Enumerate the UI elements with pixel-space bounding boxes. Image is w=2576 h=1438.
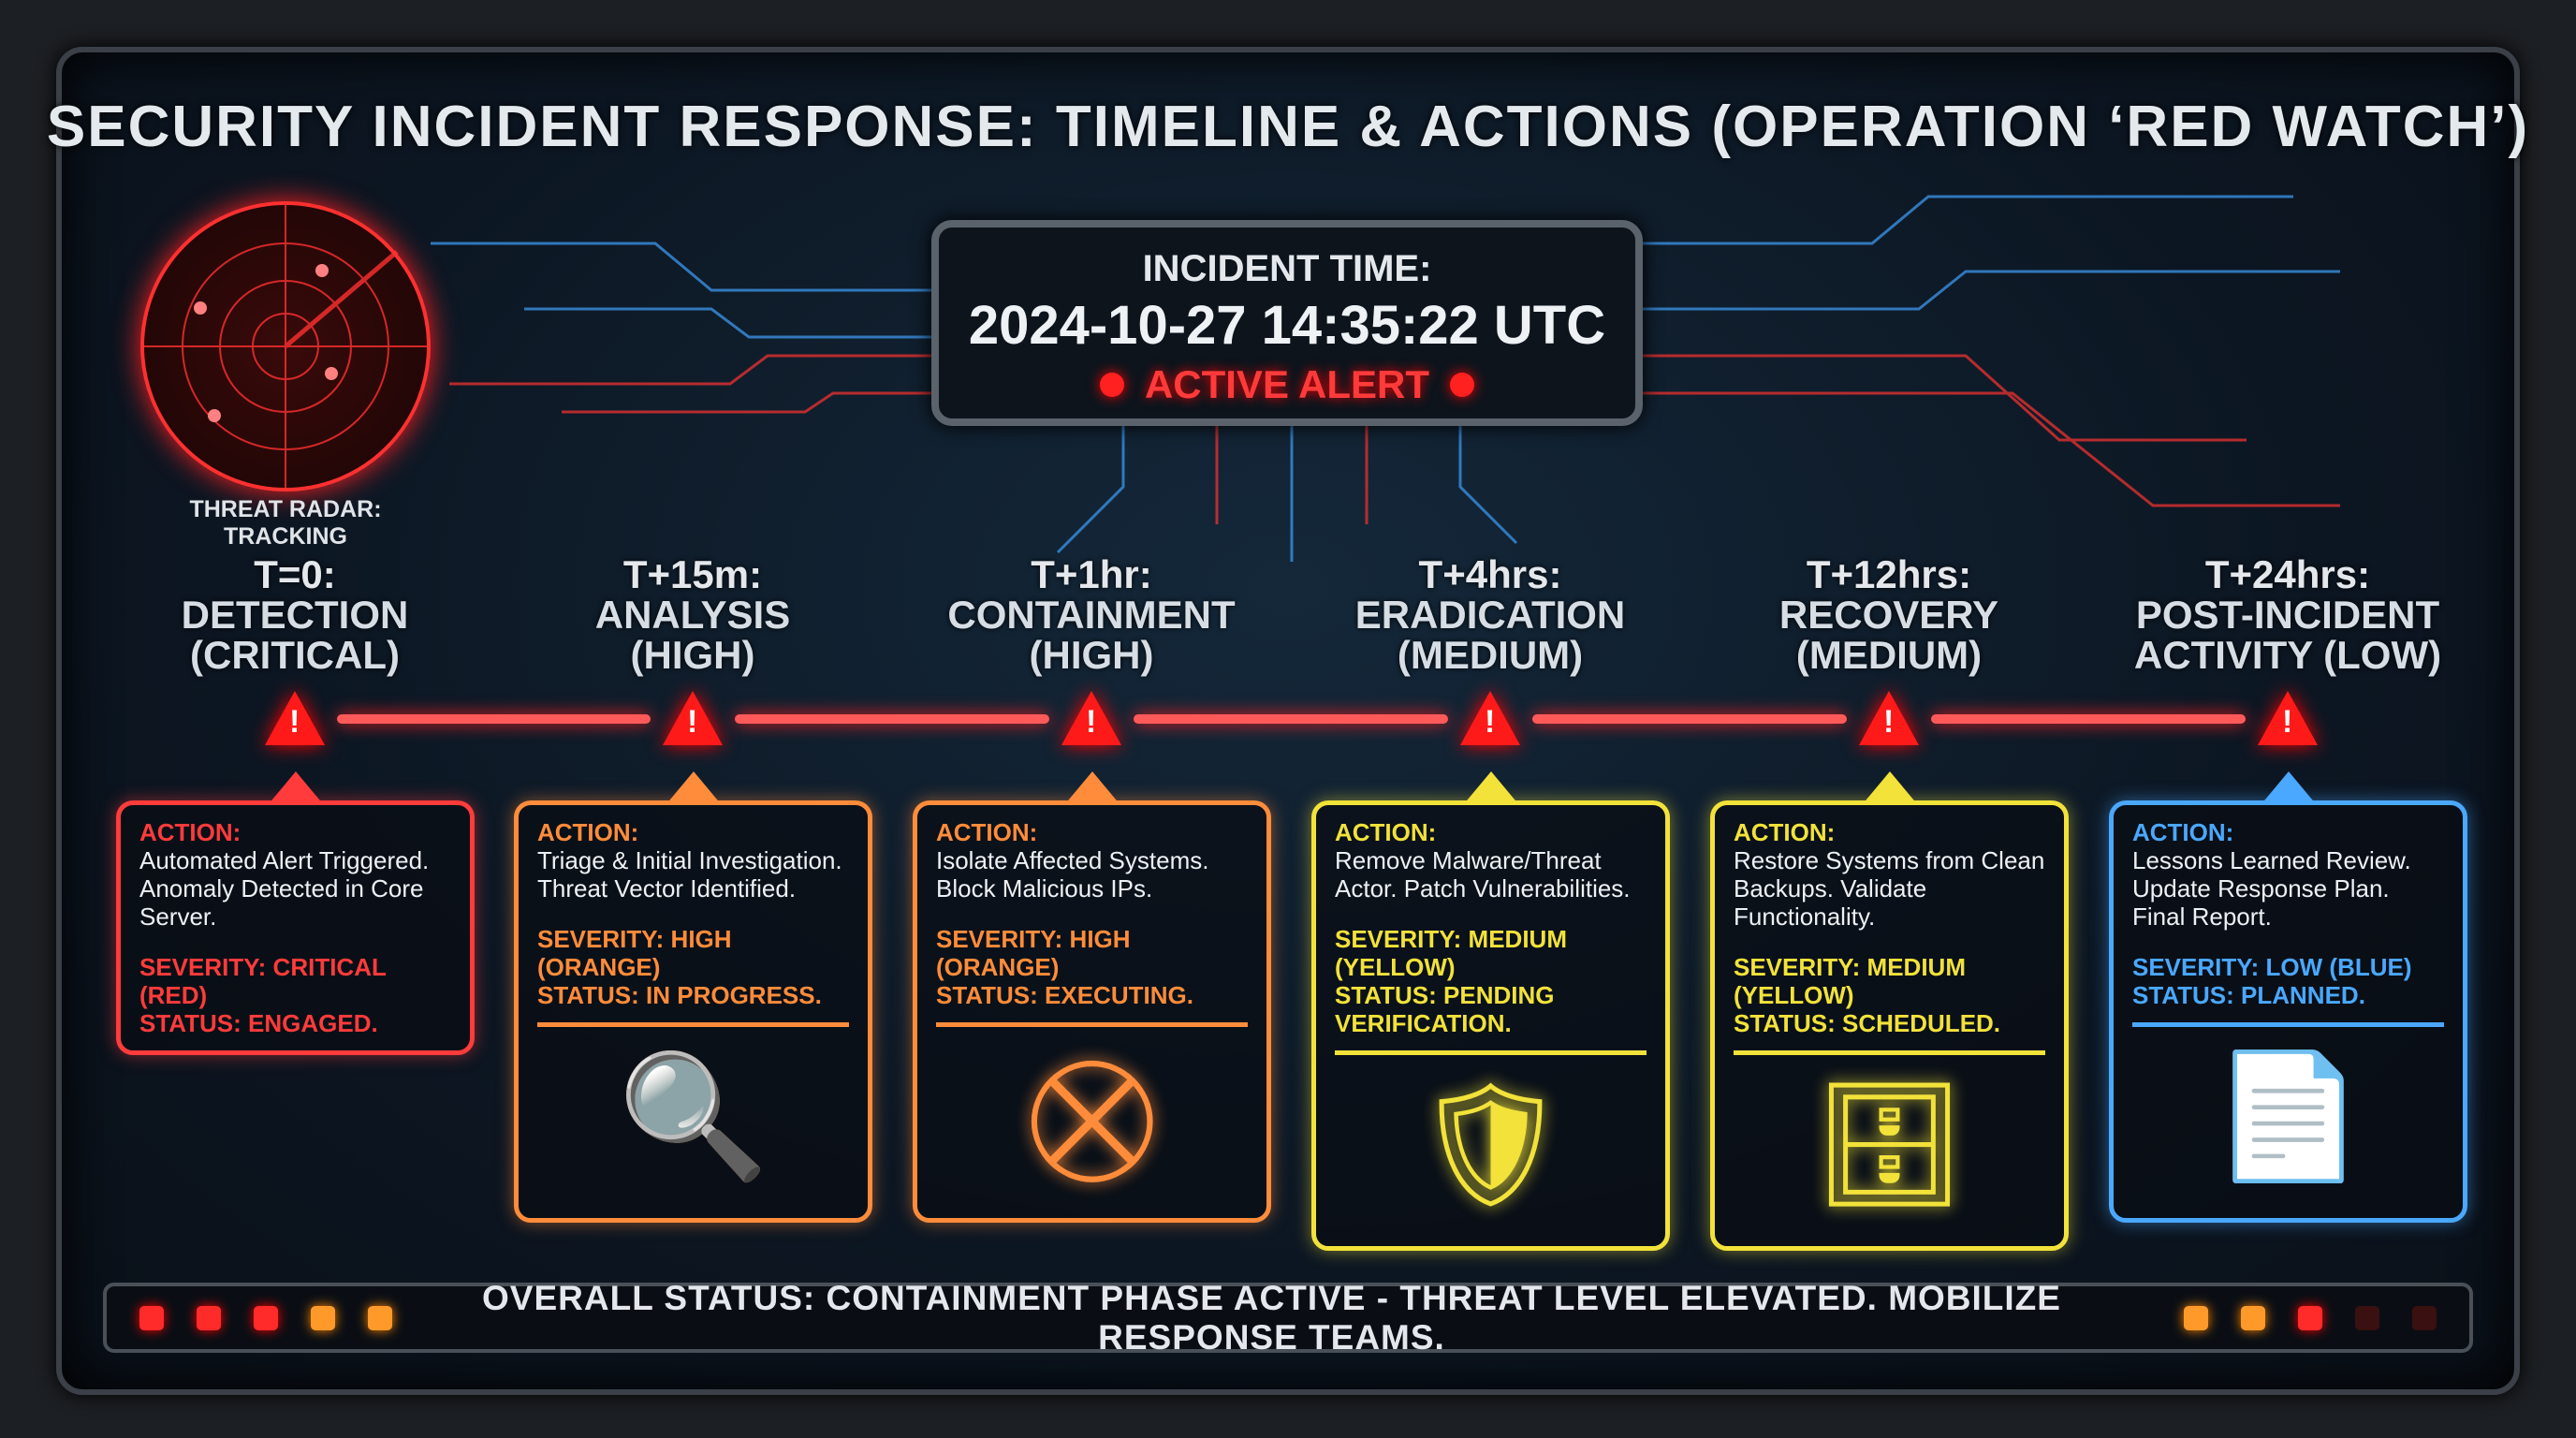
active-alert-indicator: ACTIVE ALERT [939, 362, 1635, 407]
phase-header: T+4hrs: ERADICATION (MEDIUM) [1312, 554, 1668, 675]
network-isolation-icon: ⛒ [1030, 1048, 1154, 1184]
status-text: STATUS: SCHEDULED. [1734, 1009, 2001, 1037]
timeline-segment [1931, 714, 2246, 724]
status-led-icon [368, 1305, 392, 1330]
phase-level: (HIGH) [630, 633, 755, 677]
action-description: Lessons Learned Review. Update Response … [2132, 846, 2411, 931]
phase-level: (MEDIUM) [1397, 633, 1584, 677]
phase-level: (MEDIUM) [1795, 633, 1983, 677]
phase-name: CONTAINMENT [947, 593, 1236, 637]
timeline-segment [1134, 714, 1448, 724]
phase-action-card: ACTION: Isolate Affected Systems. Block … [913, 771, 1271, 1223]
alert-light-icon [1099, 373, 1124, 397]
phase-time: T=0: [254, 552, 336, 596]
warning-triangle-icon[interactable]: ! [663, 691, 723, 745]
status-text: STATUS: IN PROGRESS. [537, 981, 822, 1009]
warning-triangle-icon[interactable]: ! [1460, 691, 1520, 745]
phase-header: T=0: DETECTION (CRITICAL) [117, 554, 473, 675]
action-description: Isolate Affected Systems. Block Maliciou… [936, 846, 1209, 902]
status-led-icon [311, 1305, 335, 1330]
incident-time-value: 2024-10-27 14:35:22 UTC [968, 295, 1606, 356]
overall-status-text: OVERALL STATUS: CONTAINMENT PHASE ACTIVE… [482, 1278, 2061, 1357]
phase-name: ERADICATION [1354, 593, 1626, 637]
status-led-icon [197, 1305, 221, 1330]
status-text: STATUS: PLANNED. [2132, 981, 2365, 1009]
severity-text: SEVERITY: MEDIUM (YELLOW) [1335, 925, 1567, 981]
phase-name: ANALYSIS [594, 593, 791, 637]
page-title: SECURITY INCIDENT RESPONSE: TIMELINE & A… [46, 95, 2530, 159]
magnifier-code-icon: 🔍 [617, 1048, 769, 1184]
status-text: STATUS: PENDING VERIFICATION. [1335, 981, 1555, 1037]
phase-time: T+24hrs: [2204, 552, 2371, 596]
phase-header: T+12hrs: RECOVERY (MEDIUM) [1711, 554, 2067, 675]
radar-icon [140, 201, 431, 492]
action-description: Automated Alert Triggered. Anomaly Detec… [139, 846, 430, 931]
phase-action-card: ACTION: Lessons Learned Review. Update R… [2109, 771, 2467, 1223]
card-divider [1335, 1050, 1647, 1055]
phase-level: (CRITICAL) [190, 633, 400, 677]
phase-time: T+15m: [622, 552, 763, 596]
severity-text: SEVERITY: MEDIUM (YELLOW) [1734, 953, 1966, 1009]
status-led-icon [2184, 1305, 2208, 1330]
phase-name: RECOVERY [1778, 593, 1999, 637]
phase-level: ACTIVITY (LOW) [2133, 633, 2442, 677]
action-label: ACTION: [936, 818, 1038, 846]
action-label: ACTION: [139, 818, 242, 846]
action-description: Triage & Initial Investigation. Threat V… [537, 846, 842, 902]
phase-level: (HIGH) [1029, 633, 1154, 677]
status-led-icon [2412, 1305, 2437, 1330]
phase-header: T+24hrs: POST-INCIDENT ACTIVITY (LOW) [2110, 554, 2466, 675]
phase-action-card: ACTION: Automated Alert Triggered. Anoma… [116, 771, 475, 1055]
severity-text: SEVERITY: HIGH (ORANGE) [537, 925, 732, 981]
shield-broom-icon: 🛡 [1412, 1076, 1569, 1212]
status-text: STATUS: ENGAGED. [139, 1009, 378, 1037]
document-check-icon: 📄 [2212, 1048, 2364, 1184]
timeline-segment [337, 714, 651, 724]
action-label: ACTION: [1734, 818, 1836, 846]
server-restore-icon: 🗄 [1811, 1076, 1968, 1212]
status-led-icon [139, 1305, 164, 1330]
active-alert-label: ACTIVE ALERT [1144, 362, 1430, 406]
warning-triangle-icon[interactable]: ! [1061, 691, 1121, 745]
warning-triangle-icon[interactable]: ! [1859, 691, 1919, 745]
action-label: ACTION: [1335, 818, 1437, 846]
phase-action-card: ACTION: Restore Systems from Clean Backu… [1710, 771, 2069, 1251]
status-led-icon [2298, 1305, 2322, 1330]
status-led-icon [2241, 1305, 2265, 1330]
incident-time-panel: INCIDENT TIME: 2024-10-27 14:35:22 UTC A… [931, 220, 1643, 426]
action-label: ACTION: [537, 818, 639, 846]
phase-name: POST-INCIDENT [2135, 593, 2440, 637]
warning-triangle-icon[interactable]: ! [2258, 691, 2318, 745]
alert-light-icon [1450, 373, 1475, 397]
timeline-segment [735, 714, 1049, 724]
phase-action-card: ACTION: Remove Malware/Threat Actor. Pat… [1311, 771, 1670, 1251]
action-description: Restore Systems from Clean Backups. Vali… [1734, 846, 2045, 931]
severity-text: SEVERITY: CRITICAL (RED) [139, 953, 387, 1009]
phase-name: DETECTION [181, 593, 409, 637]
incident-time-label: INCIDENT TIME: [1142, 248, 1432, 289]
phase-time: T+4hrs: [1418, 552, 1562, 596]
phase-action-card: ACTION: Triage & Initial Investigation. … [514, 771, 872, 1223]
card-divider [936, 1022, 1248, 1027]
phase-time: T+12hrs: [1806, 552, 1972, 596]
status-led-icon [2355, 1305, 2379, 1330]
warning-triangle-icon[interactable]: ! [265, 691, 325, 745]
card-divider [2132, 1022, 2444, 1027]
status-led-icon [254, 1305, 278, 1330]
timeline-segment [1532, 714, 1847, 724]
phase-time: T+1hr: [1031, 552, 1152, 596]
severity-text: SEVERITY: LOW (BLUE) [2132, 953, 2412, 981]
radar-label: THREAT RADAR: TRACKING [189, 496, 382, 550]
card-divider [537, 1022, 849, 1027]
phase-header: T+15m: ANALYSIS (HIGH) [515, 554, 871, 675]
action-description: Remove Malware/Threat Actor. Patch Vulne… [1335, 846, 1631, 902]
severity-text: SEVERITY: HIGH (ORANGE) [936, 925, 1131, 981]
overall-status-bar: OVERALL STATUS: CONTAINMENT PHASE ACTIVE… [103, 1279, 2473, 1357]
phase-header: T+1hr: CONTAINMENT (HIGH) [914, 554, 1269, 675]
card-divider [1734, 1050, 2045, 1055]
action-label: ACTION: [2132, 818, 2234, 846]
status-text: STATUS: EXECUTING. [936, 981, 1193, 1009]
